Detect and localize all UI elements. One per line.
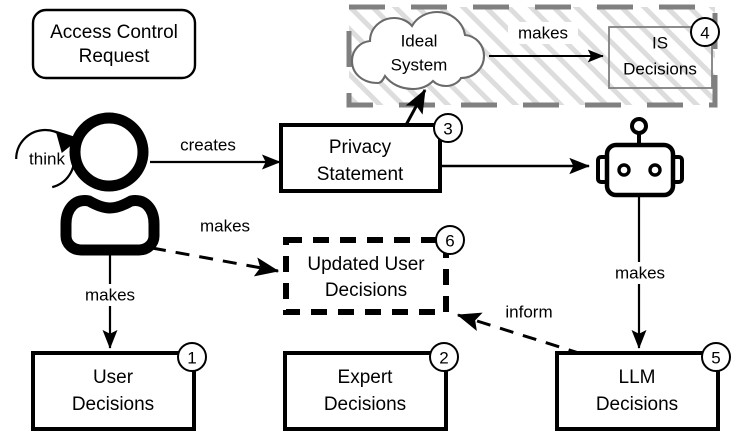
robot-right-eye xyxy=(648,163,662,177)
llm-decisions-badge-circle xyxy=(701,342,731,372)
user-decisions-line2: Decisions xyxy=(72,394,154,415)
llm-decisions-line1: LLM xyxy=(619,367,656,388)
user-decisions-outline xyxy=(31,351,196,431)
robot-antenna-ball xyxy=(630,117,648,135)
llm-robot-icon xyxy=(596,117,684,198)
is-decisions-badge-circle xyxy=(690,17,720,47)
updated-user-decisions-outline xyxy=(283,237,449,315)
llm-decisions-badge-number: 5 xyxy=(711,349,720,368)
expert-decisions-badge-number: 2 xyxy=(439,349,448,368)
expert-decisions-line2: Decisions xyxy=(324,394,406,415)
edge-label-bg xyxy=(172,134,244,156)
user-body xyxy=(60,195,160,256)
updated-user-decisions-badge-number: 6 xyxy=(445,232,454,251)
edge-label-bg xyxy=(76,284,144,306)
access-control-request-line1: Access Control xyxy=(50,22,178,43)
edge-label-bg xyxy=(606,262,674,284)
is-decisions-badge-number: 4 xyxy=(700,24,709,43)
updated-user-decisions-box: Updated User Decisions 6 xyxy=(283,225,465,315)
edge-line xyxy=(456,312,583,356)
robot-head xyxy=(604,142,676,198)
edge-label-makes: makes xyxy=(518,23,568,42)
expert-decisions-box: Expert Decisions 2 xyxy=(283,342,459,431)
access-control-request-line2: Request xyxy=(79,46,150,67)
user-decisions-badge-number: 1 xyxy=(187,349,196,368)
edge-ideal-system-makes-is-decisions: makes xyxy=(489,22,604,63)
robot-left-eye xyxy=(617,163,631,177)
edge-label-makes: makes xyxy=(615,263,665,282)
user-decisions-line1: User xyxy=(93,367,134,388)
edge-user-makes-user-decisions: makes xyxy=(76,250,144,349)
edge-label-bg xyxy=(191,215,259,237)
expert-decisions-badge-circle xyxy=(429,342,459,372)
edge-llm-decisions-inform-updated-user-decisions: inform xyxy=(456,302,583,356)
expert-decisions-outline xyxy=(283,351,448,431)
ideal-system-cloud: Ideal System xyxy=(350,10,486,91)
edge-user-makes-updated-user-decisions: makes xyxy=(151,215,280,277)
think-arrowhead xyxy=(55,130,80,153)
is-decisions-line1: IS xyxy=(652,33,668,52)
edge-robot-makes-llm-decisions: makes xyxy=(606,196,674,349)
expert-decisions-line1: Expert xyxy=(338,367,394,388)
edge-label-makes: makes xyxy=(200,216,250,235)
llm-decisions-line2: Decisions xyxy=(596,394,678,415)
privacy-statement-badge-number: 3 xyxy=(443,120,452,139)
edge-label-makes: makes xyxy=(85,285,135,304)
think-label: think xyxy=(29,149,65,168)
updated-user-decisions-badge-circle xyxy=(435,225,465,255)
updated-user-decisions-line2: Decisions xyxy=(325,280,407,301)
edge-user-creates-privacy-statement: creates xyxy=(150,134,281,170)
ideal-system-line1: Ideal xyxy=(401,31,438,50)
ideal-system-cloud-outline xyxy=(350,10,486,91)
is-decisions-line2: Decisions xyxy=(623,59,697,78)
privacy-statement-outline xyxy=(279,123,442,193)
access-control-request-outline xyxy=(31,8,197,80)
edge-label-creates: creates xyxy=(180,135,236,154)
user-person-icon xyxy=(60,112,160,256)
think-loop-icon: think xyxy=(15,128,80,189)
user-decisions-badge-circle xyxy=(177,342,207,372)
ideal-system-line2: System xyxy=(391,55,448,74)
user-head xyxy=(69,112,149,192)
edge-label-bg xyxy=(508,22,578,44)
edge-label-inform: inform xyxy=(505,302,552,321)
privacy-statement-badge-circle xyxy=(433,113,463,143)
edge-privacy-statement-to-ideal-system xyxy=(404,88,427,126)
access-control-request-box: Access Control Request xyxy=(31,8,197,80)
edge-line xyxy=(404,88,427,126)
is-decisions-box: IS Decisions 4 xyxy=(608,17,720,89)
edge-label-bg xyxy=(495,302,563,324)
llm-decisions-outline xyxy=(555,351,720,431)
privacy-statement-line2: Statement xyxy=(317,164,404,185)
edge-line xyxy=(151,246,280,277)
is-decisions-outline xyxy=(608,26,713,89)
privacy-statement-box: Privacy Statement 3 xyxy=(279,113,463,193)
privacy-statement-line1: Privacy xyxy=(329,137,392,158)
user-decisions-box: User Decisions 1 xyxy=(31,342,207,431)
llm-decisions-box: LLM Decisions 5 xyxy=(555,342,731,431)
updated-user-decisions-line1: Updated User xyxy=(307,254,425,275)
